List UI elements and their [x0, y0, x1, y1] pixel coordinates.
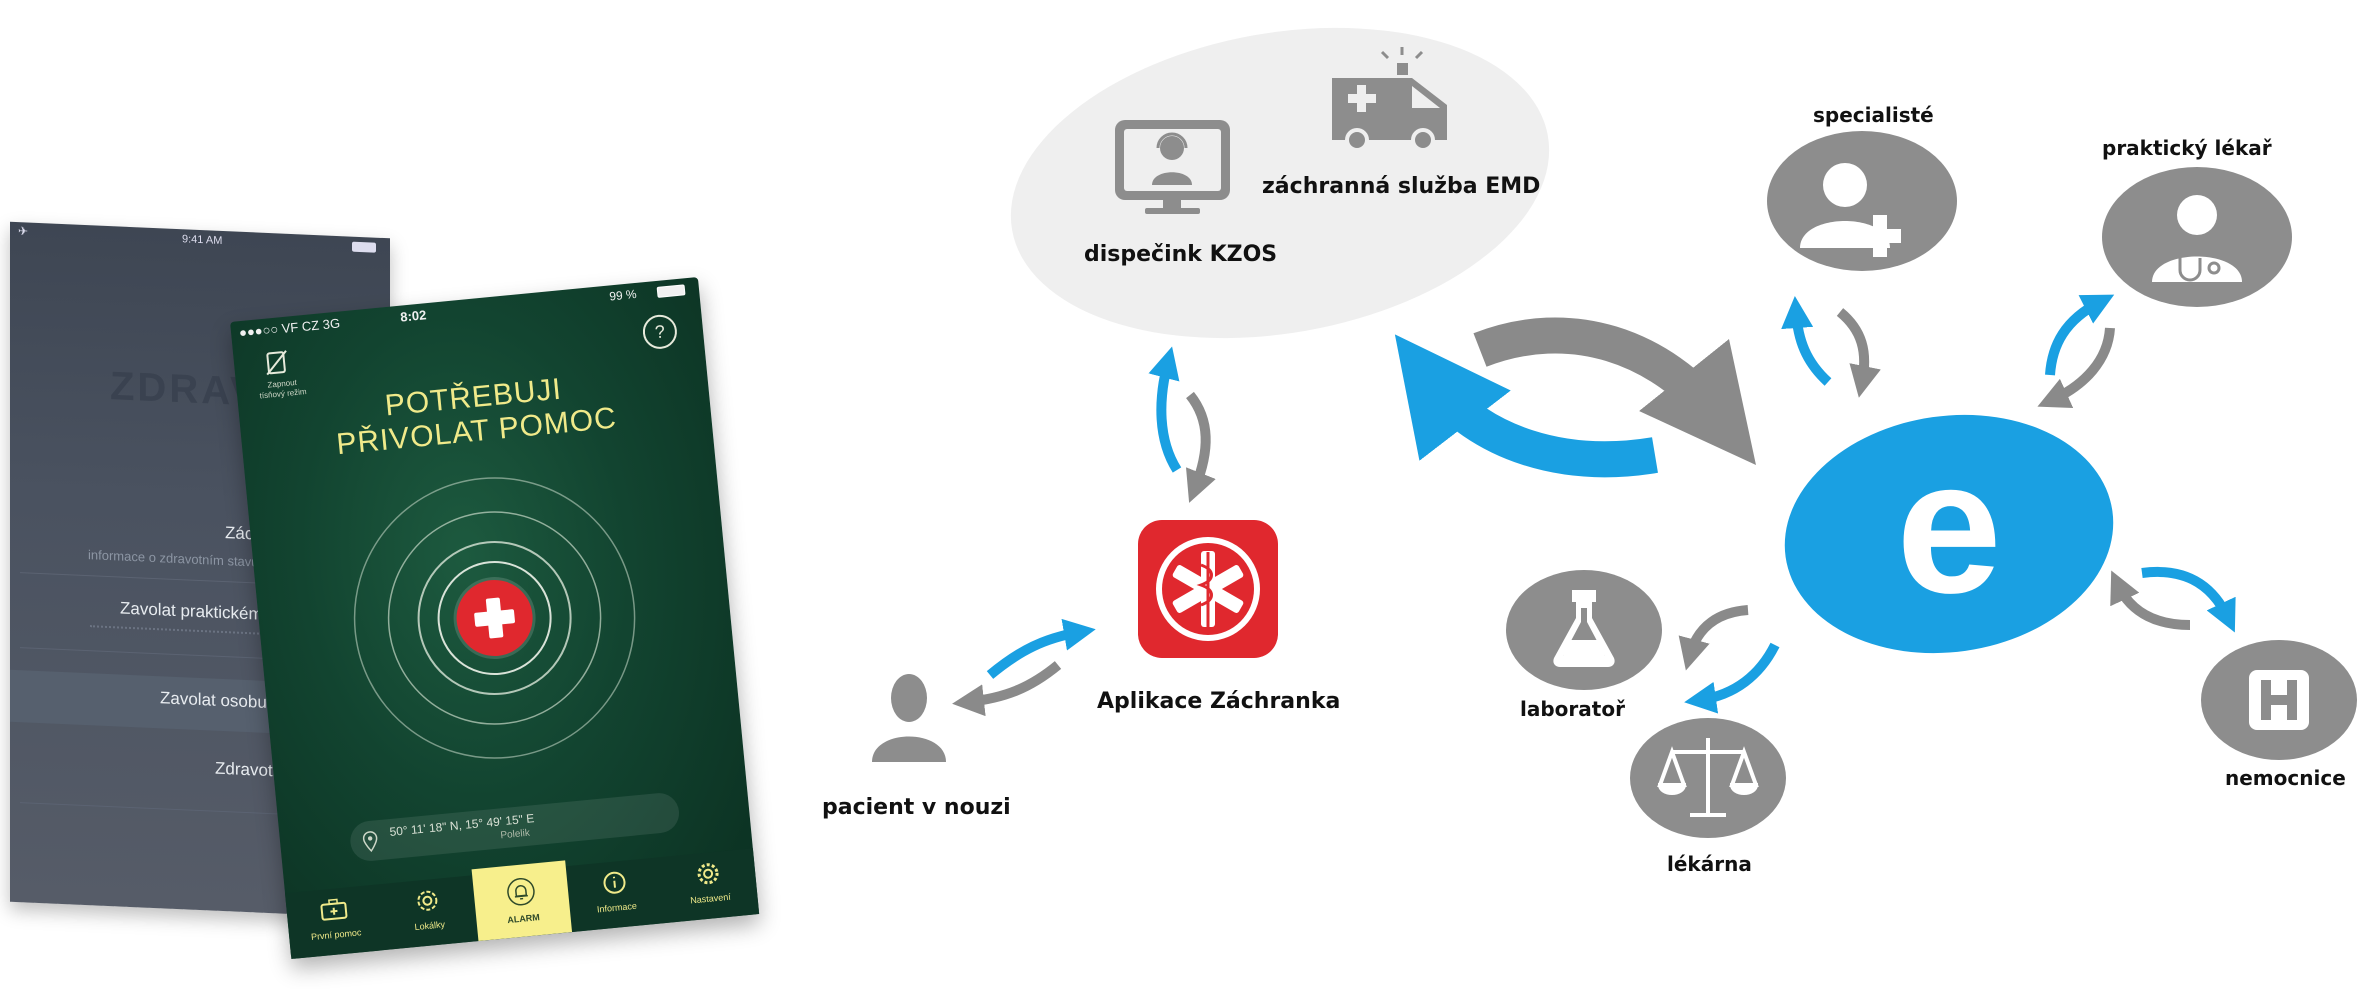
flask-icon	[1553, 590, 1615, 667]
app-to-patient-arrow	[952, 661, 1062, 717]
phones-illustration: 9:41 AM ✈ ZDRAV Zách informace o zdravot…	[0, 0, 760, 989]
nav-item-settings[interactable]: Nastavení	[659, 848, 759, 923]
ezdravi-hub	[1784, 414, 2114, 654]
app-label: Aplikace Záchranka	[1097, 689, 1341, 714]
dispatch-label: dispečink KZOS	[1084, 242, 1278, 267]
hub-to-cloud-arrow	[1394, 334, 1658, 478]
app-to-cloud-arrow	[1148, 346, 1182, 473]
info-icon	[603, 871, 626, 894]
patient-to-app-arrow	[986, 618, 1096, 679]
hub-to-pharmacy-arrow	[1684, 642, 1780, 714]
nav-item-alarm[interactable]: ALARM	[471, 860, 573, 942]
hub-letter: e	[1896, 421, 2002, 633]
cloud-to-app-arrow	[1185, 391, 1216, 503]
zachranka-app-icon	[1138, 520, 1278, 658]
hub-to-gp-arrow	[2045, 294, 2115, 376]
bottom-nav: První pomoc Lokálky ALARM	[285, 848, 760, 960]
bell-icon	[507, 877, 535, 906]
nav-item-first-aid[interactable]: První pomoc	[285, 884, 385, 959]
location-pin-icon	[362, 831, 378, 853]
specialists-label: specialisté	[1813, 103, 1934, 127]
alarm-radar	[331, 454, 658, 781]
patient-label: pacient v nouzi	[822, 795, 1011, 820]
nav-item-info[interactable]: Informace	[566, 857, 666, 932]
stethoscope-doctor-icon	[2152, 195, 2242, 282]
doctor-plus-icon	[1800, 163, 1901, 257]
medical-cross-icon	[474, 597, 515, 639]
gp-label: praktický lékař	[2102, 136, 2272, 160]
lab-label: laboratoř	[1520, 697, 1625, 721]
pharmacy-label: lékárna	[1667, 852, 1752, 876]
location-pill: 50° 11' 18" N, 15° 49' 15" E Polelik	[348, 791, 681, 863]
specialists-to-hub-arrow	[1836, 308, 1881, 398]
nav-item-local[interactable]: Lokálky	[379, 875, 479, 950]
hub-to-specialists-arrow	[1781, 296, 1832, 386]
hospital-h-icon	[2249, 670, 2309, 730]
hospital-label: nemocnice	[2225, 766, 2346, 790]
ems-label: záchranná služba EMD	[1262, 174, 1541, 199]
settings-icon	[697, 863, 719, 885]
hub-to-hospital-arrow	[2141, 567, 2236, 633]
specialists-node	[1767, 131, 1957, 271]
operator-monitor-icon	[1115, 120, 1230, 214]
hub-to-lab-arrow	[1678, 605, 1749, 671]
front-phone: ●●●○○ VF CZ 3G 8:02 99 % Zapnout tísňový…	[230, 276, 760, 960]
scales-icon	[1657, 738, 1759, 817]
location-gear-icon	[417, 890, 438, 911]
first-aid-kit-icon	[320, 898, 348, 921]
cloud-to-hub-arrow	[1473, 317, 1757, 465]
gp-node	[2102, 167, 2292, 307]
silent-mode-icon[interactable]	[263, 348, 291, 376]
ambulance-icon	[1332, 47, 1447, 152]
patient-icon	[872, 674, 946, 762]
alarm-button[interactable]	[453, 576, 537, 660]
hospital-to-hub-arrow	[2110, 570, 2191, 630]
gp-to-hub-arrow	[2037, 327, 2115, 408]
